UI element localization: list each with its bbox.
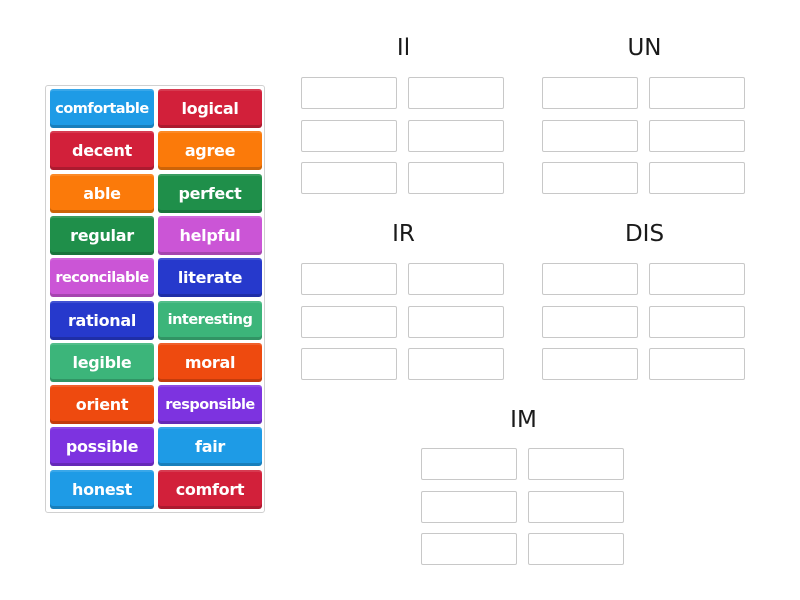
drop-slot[interactable] xyxy=(408,263,504,295)
word-tile[interactable]: legible xyxy=(50,342,154,382)
word-tile[interactable]: logical xyxy=(158,89,262,128)
drop-slot[interactable] xyxy=(528,490,624,523)
drop-slot[interactable] xyxy=(408,77,504,109)
drop-slot[interactable] xyxy=(649,77,745,109)
drop-slot[interactable] xyxy=(408,305,504,338)
drop-slot[interactable] xyxy=(421,533,517,565)
word-tile[interactable]: interesting xyxy=(158,300,262,340)
drop-slot[interactable] xyxy=(542,162,638,194)
word-tile[interactable]: able xyxy=(50,173,154,213)
drop-slot[interactable] xyxy=(542,348,638,380)
drop-slot[interactable] xyxy=(301,77,397,109)
drop-slot[interactable] xyxy=(301,348,397,380)
word-tile[interactable]: perfect xyxy=(158,173,262,213)
drop-slot[interactable] xyxy=(649,162,745,194)
word-tile[interactable]: comfort xyxy=(158,469,262,509)
drop-slot[interactable] xyxy=(421,448,517,480)
drop-slot[interactable] xyxy=(542,77,638,109)
group-title: UN xyxy=(627,35,662,61)
drop-slot[interactable] xyxy=(301,162,397,194)
group-title: IR xyxy=(392,221,415,247)
word-tile[interactable]: agree xyxy=(158,131,262,171)
drop-slot[interactable] xyxy=(542,119,638,152)
drop-slot[interactable] xyxy=(649,119,745,152)
group-title: IM xyxy=(510,407,537,433)
drop-slot[interactable] xyxy=(528,533,624,565)
word-tile[interactable]: helpful xyxy=(158,215,262,255)
word-tile[interactable]: honest xyxy=(50,469,154,509)
word-tile[interactable]: moral xyxy=(158,342,262,382)
drop-slot[interactable] xyxy=(542,263,638,295)
drop-slot[interactable] xyxy=(649,305,745,338)
word-tile[interactable]: literate xyxy=(158,258,262,298)
drop-slot[interactable] xyxy=(301,263,397,295)
word-tile[interactable]: decent xyxy=(50,131,154,171)
word-tile[interactable]: possible xyxy=(50,427,154,467)
word-tile[interactable]: fair xyxy=(158,427,262,467)
drop-slot[interactable] xyxy=(408,162,504,194)
group-title: Il xyxy=(396,35,411,61)
word-tile[interactable]: orient xyxy=(50,385,154,425)
drop-slot[interactable] xyxy=(408,119,504,152)
drop-slot[interactable] xyxy=(408,348,504,380)
word-tile[interactable]: rational xyxy=(50,300,154,340)
word-tile[interactable]: comfortable xyxy=(50,89,154,128)
drop-slot[interactable] xyxy=(542,305,638,338)
word-tile[interactable]: responsible xyxy=(158,385,262,425)
word-tile[interactable]: regular xyxy=(50,215,154,255)
group-title: DIS xyxy=(624,221,665,247)
drop-slot[interactable] xyxy=(649,263,745,295)
drop-slot[interactable] xyxy=(528,448,624,480)
drop-slot[interactable] xyxy=(301,305,397,338)
drop-slot[interactable] xyxy=(421,490,517,523)
word-tile[interactable]: reconcilable xyxy=(50,258,154,298)
drop-slot[interactable] xyxy=(649,348,745,380)
drop-slot[interactable] xyxy=(301,119,397,152)
